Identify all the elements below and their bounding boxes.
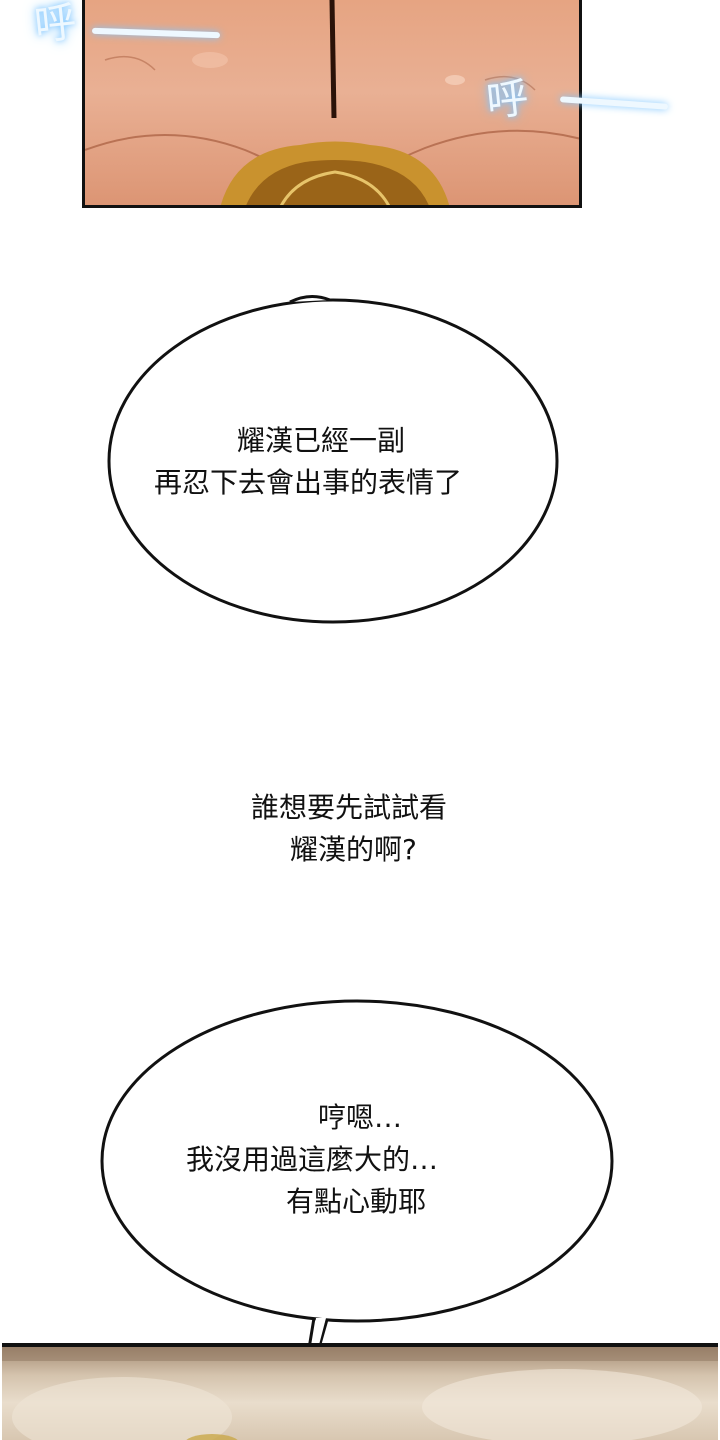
narration-line-1: 誰想要先試試看 <box>251 791 448 824</box>
speech-bubble-1 <box>107 298 559 624</box>
narration-line-2: 耀漢的啊? <box>290 833 417 866</box>
bubble-2-line-1: 哼嗯… <box>318 1101 403 1134</box>
comic-panel-bottom <box>2 1343 718 1440</box>
speech-bubble-2 <box>100 999 614 1323</box>
panel-bottom-artwork <box>2 1347 718 1440</box>
speech-bubble-1-notch <box>289 295 331 304</box>
bubble-1-line-2: 再忍下去會出事的表情了 <box>154 466 463 499</box>
comic-panel-top <box>82 0 582 208</box>
bubble-1-line-1: 耀漢已經一副 <box>237 424 406 457</box>
bubble-2-line-2: 我沒用過這麼大的… <box>186 1143 439 1176</box>
panel-top-artwork <box>85 0 579 205</box>
bubble-2-line-3: 有點心動耶 <box>286 1185 427 1218</box>
